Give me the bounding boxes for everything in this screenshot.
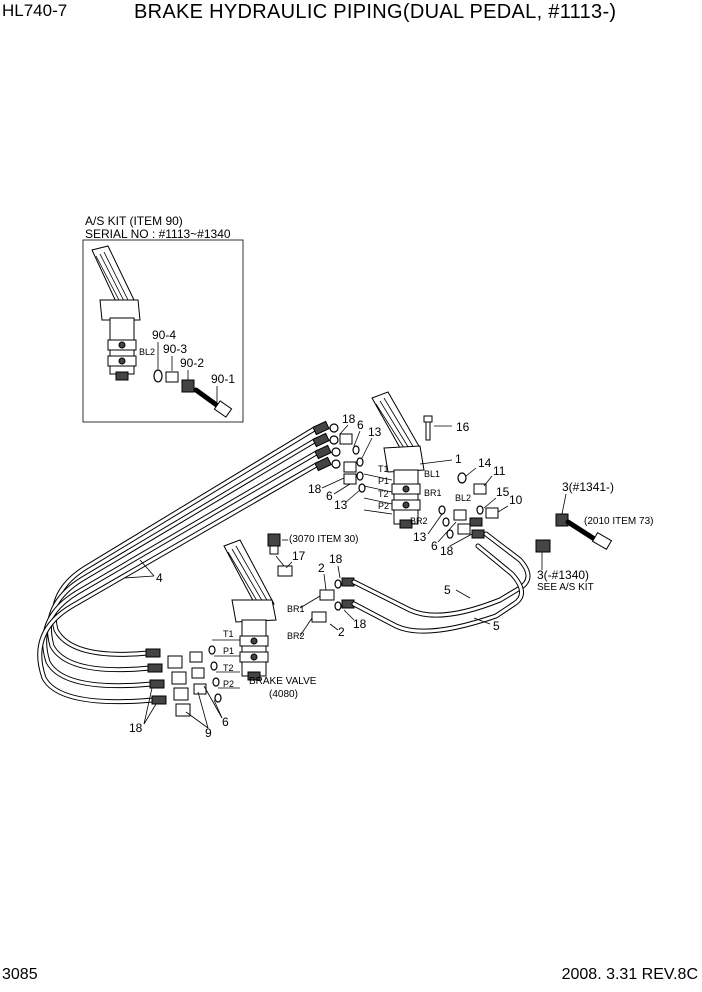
callout-10: 10	[509, 493, 523, 507]
callout-18a: 18	[342, 412, 356, 426]
note-item30: (3070 ITEM 30)	[289, 534, 358, 545]
port-t1-lower: T1	[223, 629, 234, 639]
inset-connector	[213, 400, 233, 418]
model-number: HL740-7	[2, 1, 68, 20]
port-br2-lower: BR2	[287, 631, 305, 641]
hose-bundle-4	[37, 425, 321, 705]
callout-1: 1	[455, 452, 462, 466]
callout-17: 17	[292, 549, 306, 563]
port-bl1-upper: BL1	[424, 469, 440, 479]
port-br1-lower: BR1	[287, 604, 305, 614]
right-fittings	[438, 472, 499, 539]
callouts: 18 6 13 16 1 14 11 15 10 18 6 13 13 6 18…	[123, 412, 523, 740]
inset-title-line2: SERIAL NO : #1113~#1340	[85, 227, 231, 241]
port-p1-lower: P1	[223, 646, 234, 656]
callout-13c: 13	[413, 530, 427, 544]
lower-port-labels: T1 P1 T2 P2 BR1 BR2	[212, 604, 305, 689]
callout-2a: 2	[318, 561, 325, 575]
callout-5b: 5	[493, 619, 500, 633]
callout-6c: 6	[431, 539, 438, 553]
hose-5	[351, 531, 531, 634]
callout-6d: 6	[222, 715, 229, 729]
callout-90-1: 90-1	[211, 372, 235, 386]
bolt-16	[423, 415, 452, 441]
inset-port-label: BL2	[139, 347, 155, 357]
upper-port-labels: T1 P1 T2 P2 BL1 BR1 BL2 BR2	[363, 464, 471, 526]
port-p2-upper: P2	[378, 501, 389, 511]
callout-13b: 13	[334, 498, 348, 512]
upper-brake-valve	[371, 391, 425, 529]
callout-90-2: 90-2	[180, 356, 204, 370]
page-title: BRAKE HYDRAULIC PIPING(DUAL PEDAL, #1113…	[134, 1, 617, 23]
lower-brake-valve	[223, 539, 277, 681]
inset-adapter	[165, 371, 179, 383]
callout-18f: 18	[129, 721, 143, 735]
revision-date: 2008. 3.31 REV.8C	[561, 966, 698, 983]
port-p1-upper: P1	[378, 476, 389, 486]
inset-pedal-valve	[91, 245, 141, 381]
port-t2-lower: T2	[223, 663, 234, 673]
port-br1-upper: BR1	[424, 488, 442, 498]
note-see-as-kit: SEE A/S KIT	[537, 582, 594, 593]
port-t2-upper: T2	[378, 489, 389, 499]
callout-13a: 13	[368, 425, 382, 439]
inset-switch	[181, 379, 195, 393]
inset-wire	[193, 387, 221, 409]
page-number: 3085	[2, 966, 38, 983]
note-serial-after: 3(#1341-)	[562, 480, 614, 494]
callout-2b: 2	[338, 625, 345, 639]
callout-6b: 6	[326, 489, 333, 503]
port-p2-lower: P2	[223, 679, 234, 689]
tee-fittings-2	[299, 577, 355, 637]
callout-6a: 6	[357, 418, 364, 432]
callout-16: 16	[456, 420, 470, 434]
upper-hose-fittings	[312, 420, 366, 493]
port-t1-upper: T1	[378, 464, 389, 474]
callout-15: 15	[496, 485, 510, 499]
callout-90-4: 90-4	[152, 328, 176, 342]
switch-3-old	[535, 539, 551, 570]
callout-5a: 5	[444, 583, 451, 597]
callout-11: 11	[493, 464, 506, 478]
inset-o-ring	[153, 369, 163, 383]
pressure-switch-17	[267, 533, 293, 577]
note-brake-valve-1: BRAKE VALVE	[249, 676, 317, 687]
as-kit-inset: A/S KIT (ITEM 90) SERIAL NO : #1113~#134…	[82, 214, 244, 423]
callout-4: 4	[156, 571, 163, 585]
callout-18d: 18	[329, 552, 343, 566]
port-bl2-upper: BL2	[455, 493, 471, 503]
callout-18e: 18	[353, 617, 367, 631]
callout-18c: 18	[440, 544, 454, 558]
switch-3-new	[555, 513, 613, 551]
inset-frame	[82, 239, 244, 423]
callout-14: 14	[478, 456, 492, 470]
callout-18b: 18	[308, 482, 322, 496]
lower-hose-fittings	[145, 645, 222, 717]
note-item73: (2010 ITEM 73)	[584, 516, 653, 527]
inset-title-line1: A/S KIT (ITEM 90)	[85, 214, 183, 228]
port-br2-upper: BR2	[410, 516, 428, 526]
callout-90-3: 90-3	[163, 342, 187, 356]
callout-9: 9	[205, 726, 212, 740]
note-brake-valve-2: (4080)	[269, 689, 298, 700]
note-serial-before: 3(-#1340)	[537, 568, 589, 582]
notes: (3070 ITEM 30) (2010 ITEM 73) BRAKE VALV…	[249, 480, 653, 700]
